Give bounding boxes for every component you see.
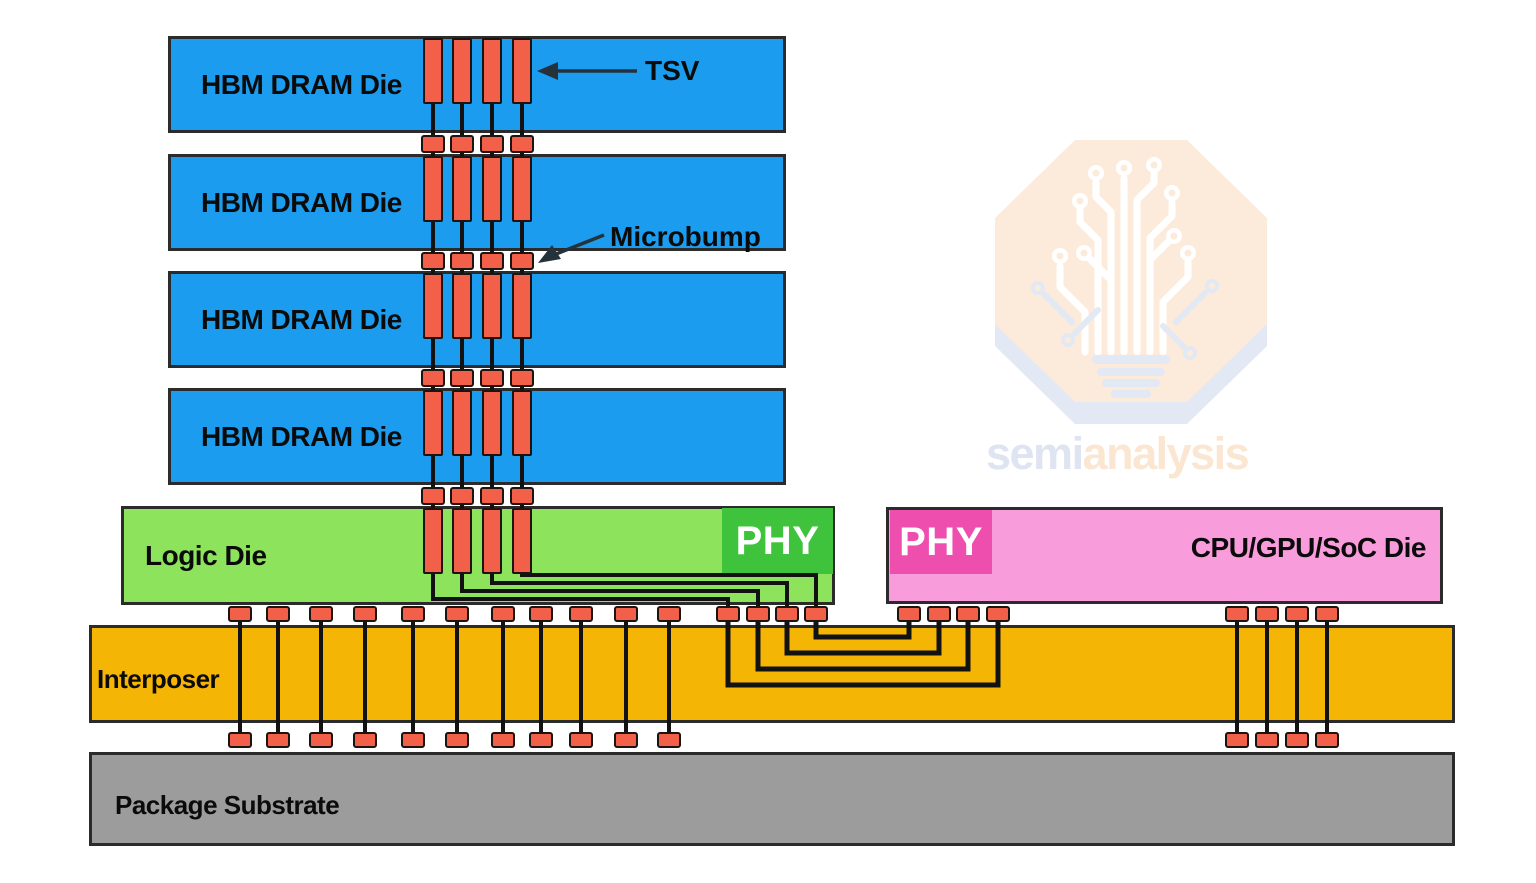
logic-die-phy-block: PHY: [722, 508, 833, 574]
hbm-die-4: HBM DRAM Die: [168, 388, 786, 485]
logic-die-phy-label: PHY: [735, 518, 820, 563]
tsv-annotation: TSV: [645, 55, 700, 86]
bulb-base-bar: [1097, 368, 1165, 376]
interposer-label: Interposer: [97, 664, 220, 694]
package-substrate-label: Package Substrate: [115, 790, 340, 820]
hbm-die-1: HBM DRAM Die: [168, 36, 786, 133]
bulb-base-bar: [1102, 379, 1160, 387]
interposer: Interposer: [89, 625, 1455, 723]
cpu-die-phy-block: PHY: [890, 510, 992, 574]
hbm-die-4-label: HBM DRAM Die: [201, 420, 402, 452]
bulb-base-bar: [1092, 355, 1170, 364]
microbump-annotation: Microbump: [610, 221, 761, 252]
watermark-circuit-tree: [1031, 157, 1219, 398]
watermark-brand-prefix: semi: [986, 428, 1084, 479]
hbm-die-3: HBM DRAM Die: [168, 271, 786, 368]
hbm-die-2-label: HBM DRAM Die: [201, 186, 402, 218]
watermark-brand-suffix: analysis: [1082, 428, 1250, 479]
package-substrate: Package Substrate: [89, 752, 1455, 846]
bulb-base-bar: [1111, 390, 1151, 398]
cpu-die-phy-label: PHY: [899, 519, 983, 564]
hbm-die-3-label: HBM DRAM Die: [201, 303, 402, 335]
watermark-text: semianalysis: [986, 428, 1250, 480]
logic-die-label: Logic Die: [145, 539, 267, 571]
hbm-die-2: HBM DRAM Die: [168, 154, 786, 251]
cpu-die-label: CPU/GPU/SoC Die: [1190, 532, 1427, 563]
hbm-die-1-label: HBM DRAM Die: [201, 68, 402, 100]
